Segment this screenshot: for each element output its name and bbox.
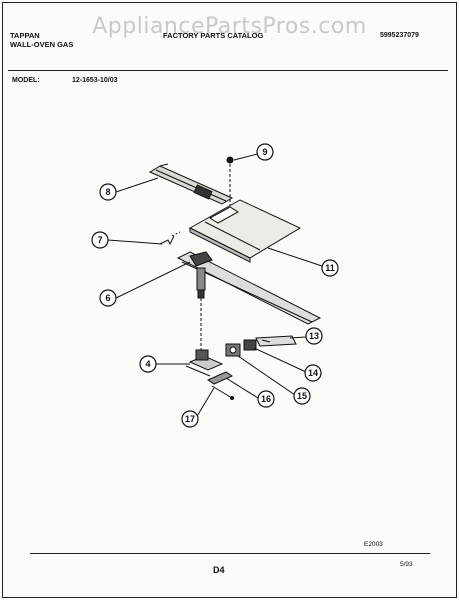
catalog-title: FACTORY PARTS CATALOG [163, 31, 264, 40]
leader-7 [107, 239, 163, 245]
callout-8: 8 [105, 187, 110, 197]
document-number: 5995237079 [380, 32, 419, 39]
callout-17-circle [181, 410, 199, 428]
callout-16: 16 [261, 394, 271, 404]
part-7-clip [159, 231, 181, 246]
part-4-valve-bracket [185, 349, 224, 377]
callout-14: 14 [308, 368, 318, 378]
leader-6 [115, 261, 191, 299]
callout-15-circle [293, 387, 311, 405]
part-11-plate [188, 199, 302, 263]
callout-15: 15 [297, 391, 307, 401]
part-6-burner-tube [176, 251, 322, 350]
header-rule [8, 70, 448, 71]
callout-13: 13 [309, 331, 319, 341]
brand-name: TAPPAN [10, 31, 40, 40]
leader-17 [195, 387, 215, 419]
part-14-fitting [243, 339, 257, 351]
product-type: WALL-OVEN GAS [10, 40, 74, 49]
revision-date: 5/93 [400, 561, 413, 568]
leader-13 [289, 336, 307, 339]
callout-4: 4 [145, 359, 150, 369]
page-number: D4 [213, 565, 225, 575]
leader-14 [253, 347, 307, 373]
model-number: 12-1653-10/03 [72, 77, 118, 84]
callout-7: 7 [97, 235, 102, 245]
part-8-bracket [148, 163, 234, 205]
callout-17: 17 [185, 414, 195, 424]
callout-6: 6 [105, 293, 110, 303]
diagram-code: E2003 [364, 541, 383, 548]
part-9-screw [226, 156, 234, 205]
footer-rule [30, 553, 430, 554]
leader-11 [267, 247, 323, 267]
callout-7-circle [91, 231, 109, 249]
callout-16-circle [257, 390, 275, 408]
leader-15 [237, 355, 296, 396]
part-13-bracket [255, 335, 297, 347]
part-17-wire [211, 385, 234, 400]
callout-4-circle [139, 355, 157, 373]
callout-9-circle [256, 143, 274, 161]
watermark: AppliancePartsPros.com [92, 14, 367, 39]
callout-11-circle [321, 259, 339, 277]
callout-13-circle [305, 327, 323, 345]
callout-8-circle [99, 183, 117, 201]
callout-6-circle [99, 289, 117, 307]
callout-11: 11 [325, 263, 335, 273]
callout-9: 9 [262, 147, 267, 157]
model-label: MODEL: [12, 77, 40, 84]
part-15-orifice [225, 343, 241, 357]
leader-8 [115, 177, 159, 193]
part-16-electrode [206, 371, 234, 385]
leader-16 [225, 377, 259, 399]
callout-14-circle [304, 364, 322, 382]
